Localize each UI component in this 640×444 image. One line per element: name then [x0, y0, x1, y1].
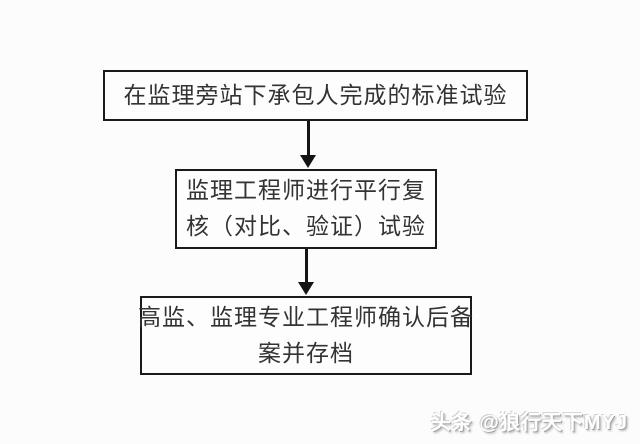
arrow-down-icon: [300, 155, 316, 168]
arrow-line: [306, 121, 310, 155]
node-standard-test-text: 在监理旁站下承包人完成的标准试验: [123, 82, 508, 108]
arrow-line: [304, 249, 308, 282]
node-parallel-check-text-line-1: 监理工程师进行平行复: [186, 178, 426, 203]
flow-node-parallel-check: 监理工程师进行平行复 核（对比、验证）试验: [175, 169, 437, 249]
watermark-text: 头条 @狼行天下MYJ: [430, 412, 628, 434]
arrow-down-icon: [298, 282, 314, 295]
watermark: 头条 @狼行天下MYJ: [431, 406, 628, 435]
flow-arrow-2: [298, 249, 314, 295]
flow-node-confirm-archive: 高监、监理专业工程师确认后备 案并存档: [138, 296, 474, 375]
flow-node-standard-test: 在监理旁站下承包人完成的标准试验: [103, 70, 528, 121]
node-confirm-archive-text-line-2: 案并存档: [258, 340, 354, 366]
flow-arrow-1: [300, 121, 316, 168]
node-parallel-check-text-line-2: 核（对比、验证）试验: [186, 214, 426, 239]
node-confirm-archive-text-line-1: 高监、监理专业工程师确认后备: [138, 304, 474, 330]
